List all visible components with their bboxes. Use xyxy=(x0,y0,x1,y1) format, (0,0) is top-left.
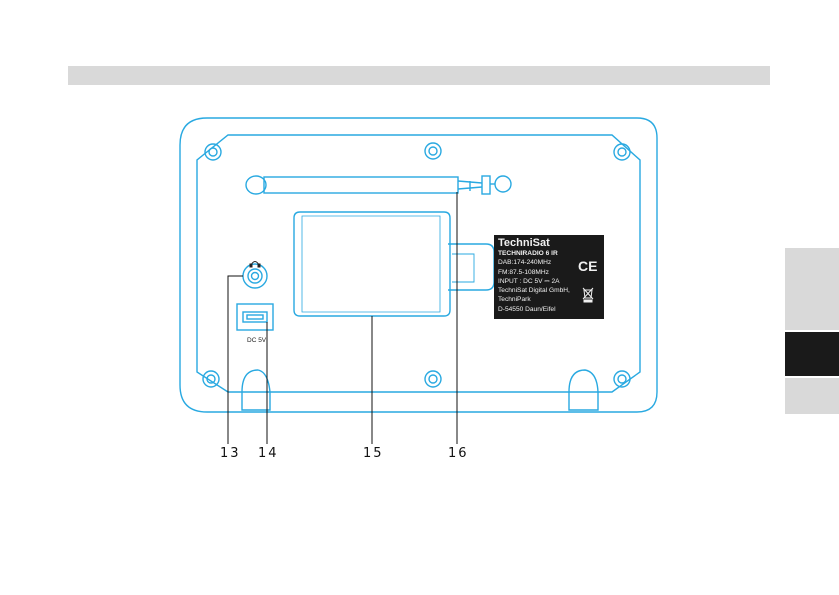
leader-13 xyxy=(228,276,243,444)
callout-16: 16 xyxy=(448,446,469,461)
screw-top-right xyxy=(614,144,630,160)
rating-address: D-54550 Daun/Eifel xyxy=(498,305,604,314)
rating-model: TECHNIRADIO 6 IR xyxy=(498,249,604,258)
compartment-clip xyxy=(448,244,494,290)
rating-input: INPUT : DC 5V ⎓ 2A xyxy=(498,277,604,286)
foot-left xyxy=(242,370,270,410)
battery-cover-inner xyxy=(302,216,440,312)
weee-bin-icon xyxy=(582,287,594,303)
screw-bottom-left xyxy=(203,371,219,387)
battery-compartment xyxy=(294,212,450,316)
ce-mark-icon: CE xyxy=(578,262,597,271)
screw-top-center xyxy=(425,143,441,159)
callout-15: 15 xyxy=(363,446,384,461)
foot-right xyxy=(569,370,598,410)
callout-13: 13 xyxy=(220,446,241,461)
dc-port-label: DC 5V xyxy=(247,337,266,344)
rating-brand: TechniSat xyxy=(498,237,604,249)
callout-14: 14 xyxy=(258,446,279,461)
rating-label: TechniSat TECHNIRADIO 6 IR DAB:174-240MH… xyxy=(494,235,604,319)
screw-bottom-center xyxy=(425,371,441,387)
antenna xyxy=(246,176,511,194)
usb-port xyxy=(237,304,273,330)
headphone-jack xyxy=(243,264,267,288)
